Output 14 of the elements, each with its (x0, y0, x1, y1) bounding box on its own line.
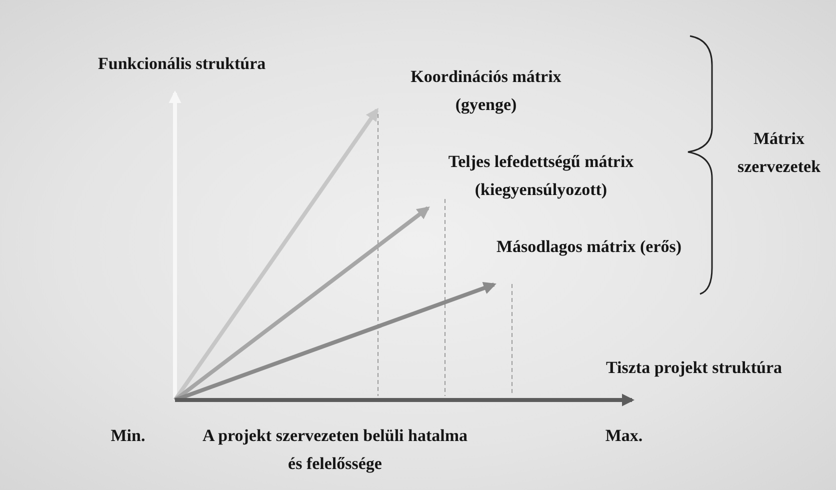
matrix-label: Teljes lefedettségű mátrix (kiegyensúlyozott) (414, 148, 668, 208)
arrow (168, 90, 182, 400)
arrow (175, 394, 635, 406)
axis-title: A projekt szervezeten belüli hatalma és felelőssége (201, 425, 469, 475)
axis-label: Min. (110, 425, 146, 447)
structure-label: Tiszta projekt struktúra (576, 354, 812, 384)
matrix-label: Koordinációs mátrix (gyenge) (380, 63, 592, 123)
axis-label: Max. (604, 425, 644, 447)
arrow (173, 108, 379, 402)
arrow (174, 206, 430, 402)
arrow (174, 282, 496, 402)
group-label: Mátrix szervezetek (736, 128, 822, 178)
matrix-label: Másodlagos mátrix (erős) (494, 233, 684, 293)
structure-label: Funkcionális struktúra (98, 50, 312, 90)
